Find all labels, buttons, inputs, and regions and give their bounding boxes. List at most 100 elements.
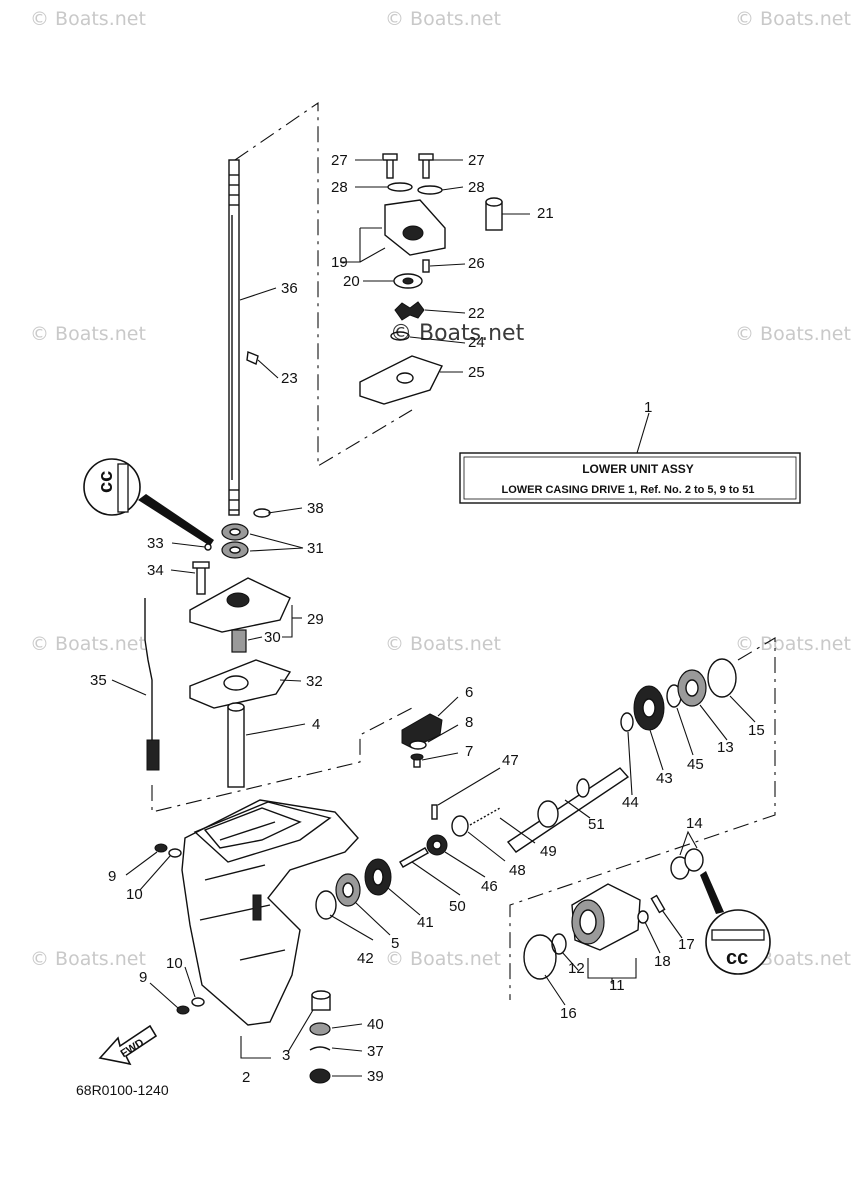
- callout-14: 14: [686, 815, 703, 832]
- bolt-9-lower: [176, 1005, 190, 1015]
- o-ring-16: [523, 934, 557, 980]
- callout-28: 28: [468, 179, 485, 196]
- watermark: © Boats.net: [30, 633, 146, 655]
- callouts: 1 2 3 4 5 6 7 8 9 9 10 10 11 12 13 14 15…: [90, 152, 765, 1086]
- washer-18: [637, 910, 649, 924]
- lower-gear-parts: [309, 858, 392, 1084]
- callout-24: 24: [468, 334, 485, 351]
- callout-2: 2: [242, 1069, 250, 1086]
- callout-41: 41: [417, 914, 434, 931]
- callout-19: 19: [331, 254, 348, 271]
- callout-42: 42: [357, 950, 374, 967]
- washer-10-lower: [191, 997, 205, 1007]
- drive-shaft: [228, 159, 240, 516]
- callout-7: 7: [465, 743, 473, 760]
- callout-34: 34: [147, 562, 164, 579]
- callout-27: 27: [331, 152, 348, 169]
- callout-9: 9: [108, 868, 116, 885]
- washer-10-upper: [168, 848, 182, 858]
- callout-17: 17: [678, 936, 695, 953]
- callout-32: 32: [306, 673, 323, 690]
- assembly-frames: [151, 101, 776, 1000]
- bolt-27-left: [386, 157, 394, 179]
- callout-47: 47: [502, 752, 519, 769]
- callout-13: 13: [717, 739, 734, 756]
- callout-9: 9: [139, 969, 147, 986]
- upper-parts: [189, 508, 292, 709]
- callout-48: 48: [509, 862, 526, 879]
- callout-12: 12: [568, 960, 585, 977]
- o-ring-15: [707, 658, 737, 698]
- shift-rod-35: [144, 598, 160, 771]
- watermark: © Boats.net: [30, 948, 146, 970]
- shift-plunger-50: [399, 847, 429, 868]
- plate-28-left: [387, 182, 413, 192]
- clutch-parts: [399, 804, 501, 868]
- drive-shaft-body: [228, 159, 240, 516]
- key-24: [390, 331, 410, 341]
- o-ring-33: [204, 543, 212, 551]
- watermark: © Boats.net: [735, 8, 851, 30]
- bearing-42: [315, 890, 337, 920]
- watermark: © Boats.net: [30, 8, 146, 30]
- casing-hardware: [154, 713, 443, 1015]
- pin-47: [431, 804, 438, 820]
- title-line-2: LOWER CASING DRIVE 1, Ref. No. 2 to 5, 9…: [501, 484, 754, 496]
- title-line-1: LOWER UNIT ASSY: [582, 462, 694, 476]
- callout-5: 5: [391, 935, 399, 952]
- callout-22: 22: [468, 305, 485, 322]
- gasket-8: [409, 740, 427, 750]
- watermark: © Boats.net: [30, 323, 146, 345]
- pin-23: [246, 351, 259, 365]
- sleeve-30: [231, 629, 247, 653]
- callout-44: 44: [622, 794, 639, 811]
- bolt-34: [196, 565, 206, 595]
- fwd-arrow-icon: FWD: [98, 1024, 158, 1066]
- callout-49: 49: [540, 843, 557, 860]
- outer-plate-25: [359, 355, 443, 405]
- bolt-27-right: [422, 157, 430, 179]
- callout-30: 30: [264, 629, 281, 646]
- callout-33: 33: [147, 535, 164, 552]
- lower-casing-2: [181, 799, 359, 1026]
- sealant-bubble-top: cc: [83, 458, 214, 546]
- shim-40: [309, 1022, 331, 1036]
- bolt-17: [650, 894, 666, 914]
- pump-frame: [234, 101, 413, 467]
- callout-43: 43: [656, 770, 673, 787]
- callout-15: 15: [748, 722, 765, 739]
- watermarks: © Boats.net © Boats.net © Boats.net © Bo…: [30, 8, 851, 970]
- diagram-code: 68R0100-1240: [76, 1082, 169, 1098]
- watermark: © Boats.net: [385, 948, 501, 970]
- shaft-frame: [509, 637, 776, 1000]
- water-pump: [246, 153, 503, 405]
- rear-shaft-parts: [620, 658, 737, 732]
- circlip-37: [309, 1046, 331, 1051]
- callout-45: 45: [687, 756, 704, 773]
- callout-10: 10: [126, 886, 143, 903]
- sealant-mark: cc: [95, 471, 117, 493]
- callout-11: 11: [609, 977, 625, 994]
- sealant-bubble-bottom: cc: [700, 871, 771, 975]
- callout-40: 40: [367, 1016, 384, 1033]
- callout-26: 26: [468, 255, 485, 272]
- callout-38: 38: [307, 500, 324, 517]
- callout-4: 4: [312, 716, 320, 733]
- watermark: © Boats.net: [735, 323, 851, 345]
- spring-48: [451, 815, 469, 837]
- watermark: © Boats.net: [385, 633, 501, 655]
- bolt-9-upper: [154, 843, 168, 853]
- lower-casing-body: [181, 799, 359, 1026]
- leader-lines: [111, 159, 756, 1077]
- callout-20: 20: [343, 273, 360, 290]
- callout-27: 27: [468, 152, 485, 169]
- callout-6: 6: [465, 684, 473, 701]
- nut-39: [309, 1068, 331, 1084]
- callout-35: 35: [90, 672, 107, 689]
- callout-50: 50: [449, 898, 466, 915]
- callout-29: 29: [307, 611, 324, 628]
- watermark: © Boats.net: [735, 633, 851, 655]
- assembly-title-box: LOWER UNIT ASSY LOWER CASING DRIVE 1, Re…: [459, 452, 801, 504]
- callout-46: 46: [481, 878, 498, 895]
